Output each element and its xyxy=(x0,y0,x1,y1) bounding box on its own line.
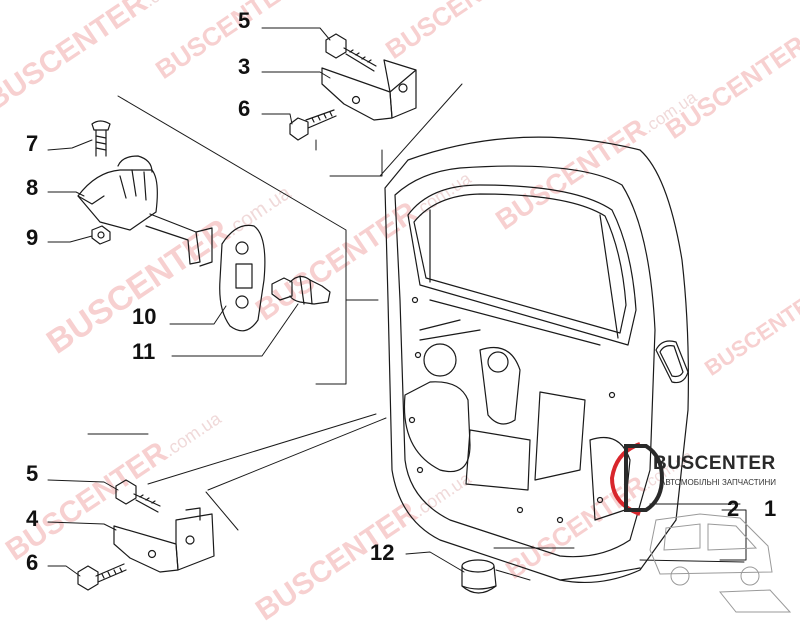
callout-2: 2 xyxy=(727,496,740,521)
rubber-buffer xyxy=(461,559,497,594)
leader-lines xyxy=(47,27,747,581)
logo: BUSCENTER АВТОМОБІЛЬНІ ЗАПЧАСТИНИ xyxy=(606,438,786,508)
lower-hinge xyxy=(77,479,215,591)
callout-6-top: 6 xyxy=(238,96,251,121)
door-bumper-plug xyxy=(271,275,331,305)
logo-mark xyxy=(609,442,665,516)
callout-4: 4 xyxy=(26,506,39,531)
callout-6-bottom: 6 xyxy=(26,550,39,575)
callout-3: 3 xyxy=(238,54,251,79)
logo-title: BUSCENTER xyxy=(653,453,776,474)
callout-5-bottom: 5 xyxy=(26,461,39,486)
callout-5-top: 5 xyxy=(238,8,251,33)
callout-12: 12 xyxy=(370,540,395,565)
callout-7: 7 xyxy=(26,131,39,156)
door-panel xyxy=(384,136,689,584)
rubber-stop-pad xyxy=(219,224,266,332)
callout-11: 11 xyxy=(132,339,156,364)
upper-hinge xyxy=(289,33,417,141)
logo-subtitle: АВТОМОБІЛЬНІ ЗАПЧАСТИНИ xyxy=(660,478,776,487)
callout-1: 1 xyxy=(764,496,777,521)
callout-8: 8 xyxy=(26,175,39,200)
callout-9: 9 xyxy=(26,225,39,250)
van-silhouette xyxy=(649,513,792,613)
door-check-strap xyxy=(77,120,213,267)
callout-10: 10 xyxy=(132,304,157,329)
